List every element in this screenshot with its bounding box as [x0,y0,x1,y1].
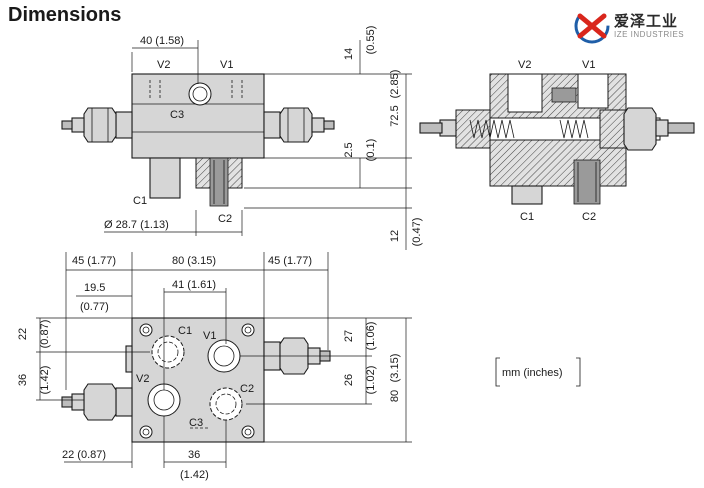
top-dim-left-overhang: 45 (1.77) [72,255,116,267]
side-dim-top-a: 14 [343,48,355,60]
top-dim-right-top-a: 27 [343,330,355,342]
side-dim-diameter: Ø 28.7 (1.13) [104,219,169,231]
page-title: Dimensions [8,4,122,26]
top-dim-right-overhang: 45 (1.77) [268,255,312,267]
top-c1-port [151,335,185,369]
top-dim-offset-a: 19.5 [84,282,105,294]
top-dim-right-top-b: (1.06) [365,322,377,351]
side-label-c3: C3 [170,109,184,121]
units-legend: mm (inches) [495,357,581,387]
top-c2-port [209,387,243,421]
side-dim-total-b: (2.85) [389,70,401,99]
top-dim-left-mid-b: (1.42) [39,366,51,395]
side-view: V2 V1 C3 C1 C2 40 (1.58) 14 (0.55) 2.5 (… [61,26,423,250]
side-label-v2: V2 [157,59,170,71]
top-dim-right-total-a: 80 [389,390,401,402]
top-dim-span: 41 (1.61) [172,279,216,291]
top-dim-right-total-b: (3.15) [389,354,401,383]
top-dim-offset-b: (0.77) [80,301,109,313]
top-dim-width: 80 (3.15) [172,255,216,267]
top-dim-right-mid-b: (1.02) [365,366,377,395]
top-view-block [131,317,265,443]
section-label-v2: V2 [518,59,531,71]
side-dim-bottom-a: 12 [389,230,401,242]
side-label-c1: C1 [133,195,147,207]
top-dim-right-mid-a: 26 [343,374,355,386]
top-label-v1: V1 [203,330,216,342]
side-label-v1: V1 [220,59,233,71]
top-dim-bottom-span-a: 36 [188,449,200,461]
section-label-c1: C1 [520,211,534,223]
top-dim-left-top-b: (0.87) [39,320,51,349]
ize-logo-icon [574,8,610,44]
top-v1-port [207,339,241,373]
logo-brand-en: IZE INDUSTRIES [614,30,685,39]
side-c1-port [149,157,181,199]
logo-brand-cn: 爱泽工业 [614,12,679,30]
side-label-c2: C2 [218,213,232,225]
side-dim-bottom-b: (0.47) [411,218,423,247]
section-c1-port [511,185,543,205]
top-label-c3: C3 [189,417,203,429]
section-view: V2 V1 C1 C2 [419,59,695,223]
top-dim-left-mid-a: 36 [17,374,29,386]
section-label-c2: C2 [582,211,596,223]
side-dim-mid-b: (0.1) [365,139,377,162]
top-label-v2: V2 [136,373,149,385]
top-dim-bottom-left: 22 (0.87) [62,449,106,461]
side-dim-mid-a: 2.5 [343,142,355,157]
ize-logo: 爱泽工业 IZE INDUSTRIES [572,6,700,48]
top-label-c1: C1 [178,325,192,337]
side-dim-total-a: 72.5 [389,105,401,126]
side-c3-port [188,82,212,106]
top-label-c2: C2 [240,383,254,395]
top-dim-bottom-span-b: (1.42) [180,469,209,481]
units-legend-text: mm (inches) [502,367,563,379]
top-dim-left-top-a: 22 [17,328,29,340]
side-dim-top-b: (0.55) [365,26,377,55]
section-label-v1: V1 [582,59,595,71]
top-view: C1 V1 V2 C2 C3 45 (1.77) 80 (3.15) 45 (1… [17,252,412,481]
side-dim-width: 40 (1.58) [140,35,184,47]
